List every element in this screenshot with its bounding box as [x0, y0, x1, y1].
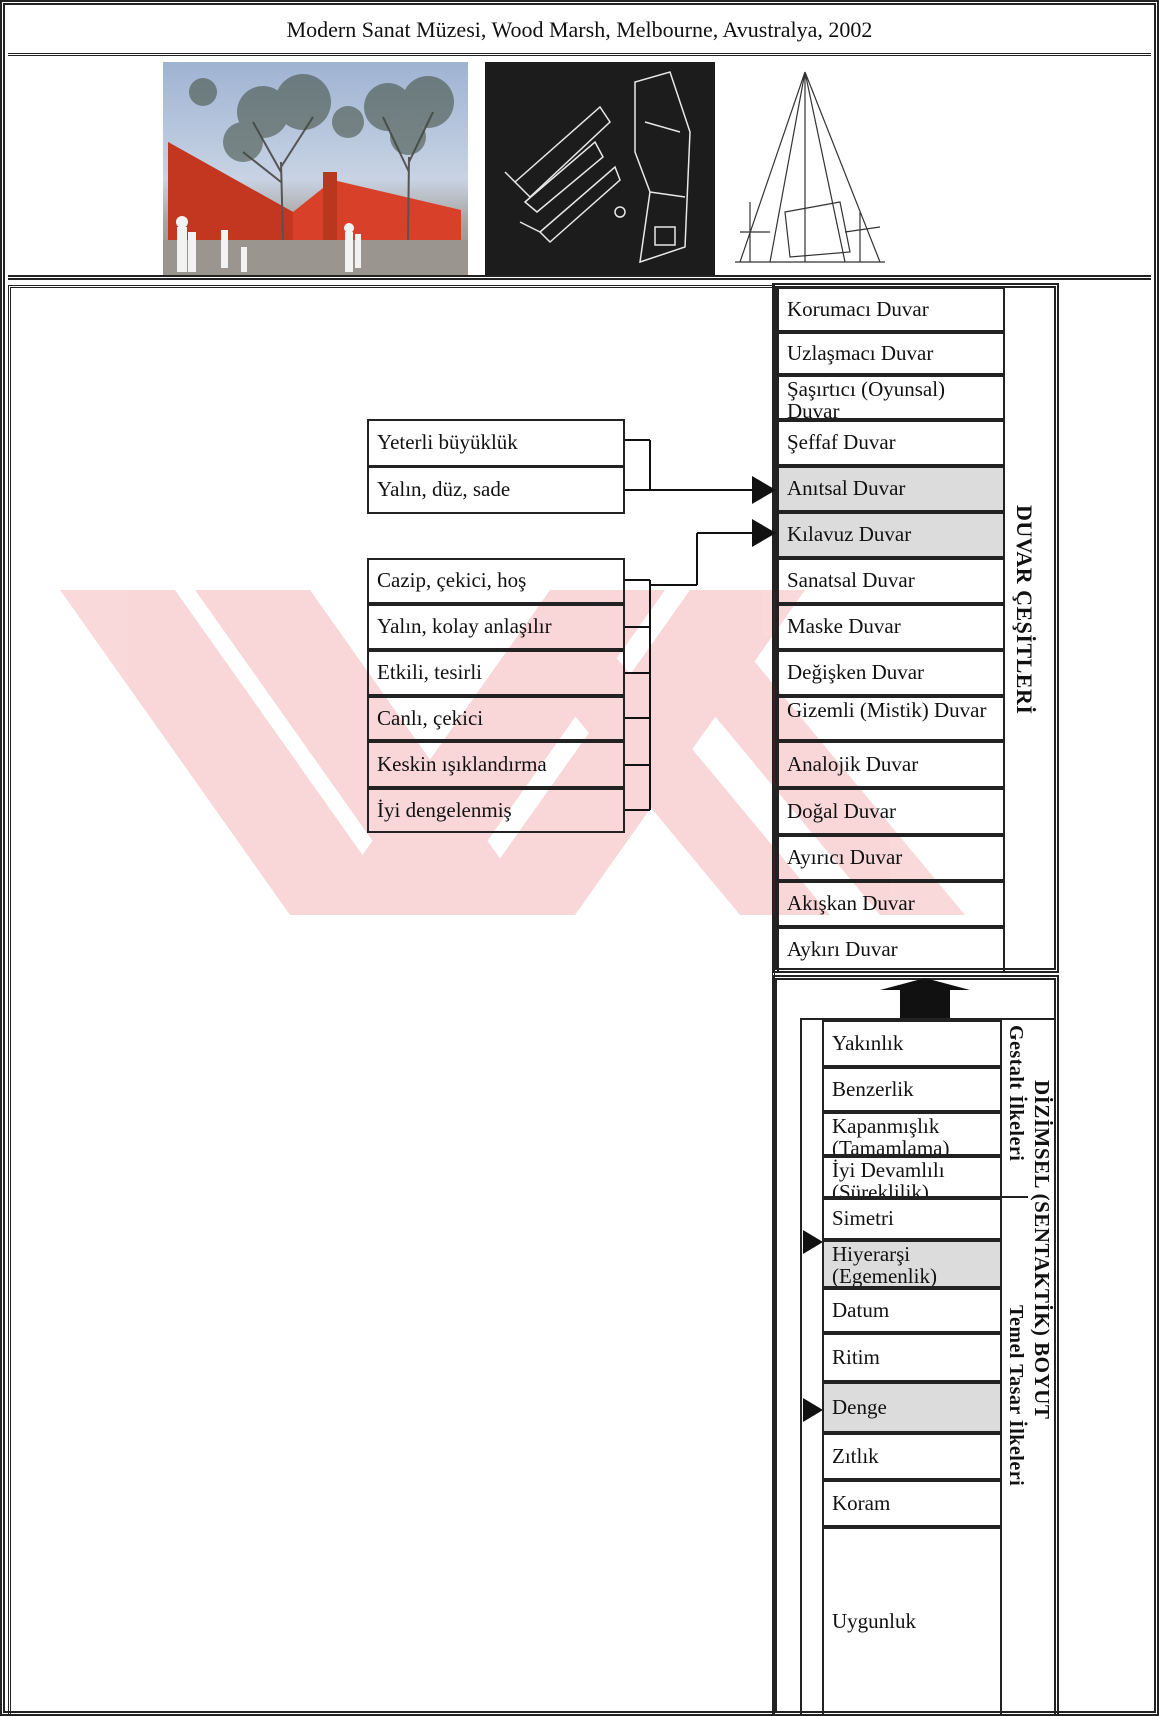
- wall-type-item: Korumacı Duvar: [777, 287, 1005, 332]
- wall-type-item-label: Ayırıcı Duvar: [787, 846, 902, 869]
- wall-type-item: Uzlaşmacı Duvar: [777, 332, 1005, 375]
- syntactic-heading: DİZİMSEL (SENTAKTİK) BOYUT: [1029, 1080, 1054, 1419]
- principle-item: Simetri: [822, 1198, 1002, 1240]
- quality-item: İyi dengelenmiş: [367, 788, 625, 833]
- quality-item-label: Yalın, kolay anlaşılır: [377, 615, 552, 638]
- quality-item-label: Canlı, çekici: [377, 707, 483, 730]
- wall-type-item: Doğal Duvar: [777, 788, 1005, 835]
- quality-item-label: Cazip, çekici, hoş: [377, 569, 526, 592]
- gestalt-divider: [1002, 1196, 1028, 1198]
- wall-type-item-label: Anıtsal Duvar: [787, 477, 905, 500]
- wall-type-item: Maske Duvar: [777, 604, 1005, 650]
- principle-item-label: Hiyerarşi (Egemenlik): [832, 1243, 992, 1287]
- wall-type-item-label: Şaşırtıcı (Oyunsal) Duvar: [787, 378, 995, 420]
- principle-item: Datum: [822, 1288, 1002, 1333]
- principle-item: Ritim: [822, 1333, 1002, 1382]
- principle-item: Kapanmışlık (Tamamlama): [822, 1112, 1002, 1156]
- principle-item-label: Yakınlık: [832, 1032, 903, 1055]
- wall-type-item: Anıtsal Duvar: [777, 466, 1005, 512]
- wall-type-item-label: Kılavuz Duvar: [787, 523, 911, 546]
- wall-type-item: Analojik Duvar: [777, 741, 1005, 788]
- wall-type-item-label: Sanatsal Duvar: [787, 569, 915, 592]
- wall-type-item: Gizemli (Mistik) Duvar: [777, 696, 1005, 741]
- wall-type-item-label: Maske Duvar: [787, 615, 901, 638]
- principle-item-label: Denge: [832, 1396, 887, 1419]
- header-box: Modern Sanat Müzesi, Wood Marsh, Melbour…: [8, 6, 1151, 56]
- plan-drawing: [485, 62, 715, 275]
- principle-item: Benzerlik: [822, 1067, 1002, 1112]
- quality-item: Yalın, kolay anlaşılır: [367, 604, 625, 650]
- wall-type-item: Şeffaf Duvar: [777, 420, 1005, 466]
- sketch-drawing: [730, 62, 890, 275]
- quality-item: Keskin ışıklandırma: [367, 741, 625, 788]
- principle-item-label: Koram: [832, 1492, 890, 1515]
- wall-type-item: Değişken Duvar: [777, 650, 1005, 696]
- wall-type-item: Akışkan Duvar: [777, 881, 1005, 927]
- group-a-box: [367, 419, 625, 514]
- wall-type-item-label: Analojik Duvar: [787, 753, 918, 776]
- wall-type-item: Aykırı Duvar: [777, 927, 1005, 973]
- quality-item: Etkili, tesirli: [367, 650, 625, 696]
- principle-item: İyi Devamlılı (Süreklilik): [822, 1156, 1002, 1198]
- wall-type-item: Ayırıcı Duvar: [777, 835, 1005, 881]
- principle-item-label: Kapanmışlık (Tamamlama): [832, 1115, 992, 1156]
- wall-type-item-label: Şeffaf Duvar: [787, 431, 896, 454]
- wall-type-item: Şaşırtıcı (Oyunsal) Duvar: [777, 375, 1005, 420]
- page-title: Modern Sanat Müzesi, Wood Marsh, Melbour…: [287, 17, 873, 43]
- group-separator: [1000, 1018, 1002, 1716]
- principle-item: Zıtlık: [822, 1433, 1002, 1480]
- wall-type-item-label: Doğal Duvar: [787, 800, 896, 823]
- wall-type-item: Kılavuz Duvar: [777, 512, 1005, 558]
- wall-type-item-label: Aykırı Duvar: [787, 938, 898, 961]
- wall-type-item-label: Gizemli (Mistik) Duvar: [787, 699, 986, 721]
- wall-type-item-label: Değişken Duvar: [787, 661, 924, 684]
- principle-item-label: Zıtlık: [832, 1445, 879, 1468]
- principle-item: Koram: [822, 1480, 1002, 1527]
- principle-item: Uygunluk: [822, 1527, 1002, 1716]
- principle-item-label: İyi Devamlılı (Süreklilik): [832, 1159, 992, 1198]
- quality-item-label: Etkili, tesirli: [377, 661, 482, 684]
- wall-types-heading: DUVAR ÇEŞİTLERİ: [1011, 505, 1037, 714]
- wall-type-item-label: Uzlaşmacı Duvar: [787, 342, 933, 365]
- principle-item-label: Uygunluk: [832, 1610, 916, 1633]
- principle-item-label: Datum: [832, 1299, 889, 1322]
- wall-type-item: Sanatsal Duvar: [777, 558, 1005, 604]
- quality-item-label: İyi dengelenmiş: [377, 799, 512, 822]
- principle-item: Denge: [822, 1382, 1002, 1433]
- wall-type-item-label: Akışkan Duvar: [787, 892, 915, 915]
- basic-design-label: Temel Tasar İlkeleri: [1004, 1305, 1027, 1486]
- wall-type-item-label: Korumacı Duvar: [787, 298, 929, 321]
- principle-item-label: Benzerlik: [832, 1078, 914, 1101]
- principle-item-label: Ritim: [832, 1346, 880, 1369]
- principle-item: Hiyerarşi (Egemenlik): [822, 1240, 1002, 1288]
- quality-item: Canlı, çekici: [367, 696, 625, 741]
- museum-photo: [163, 62, 468, 275]
- principle-item: Yakınlık: [822, 1020, 1002, 1067]
- principle-item-label: Simetri: [832, 1207, 894, 1230]
- quality-item: Cazip, çekici, hoş: [367, 558, 625, 604]
- gestalt-label: Gestalt İlkeleri: [1004, 1025, 1027, 1161]
- quality-item-label: Keskin ışıklandırma: [377, 753, 547, 776]
